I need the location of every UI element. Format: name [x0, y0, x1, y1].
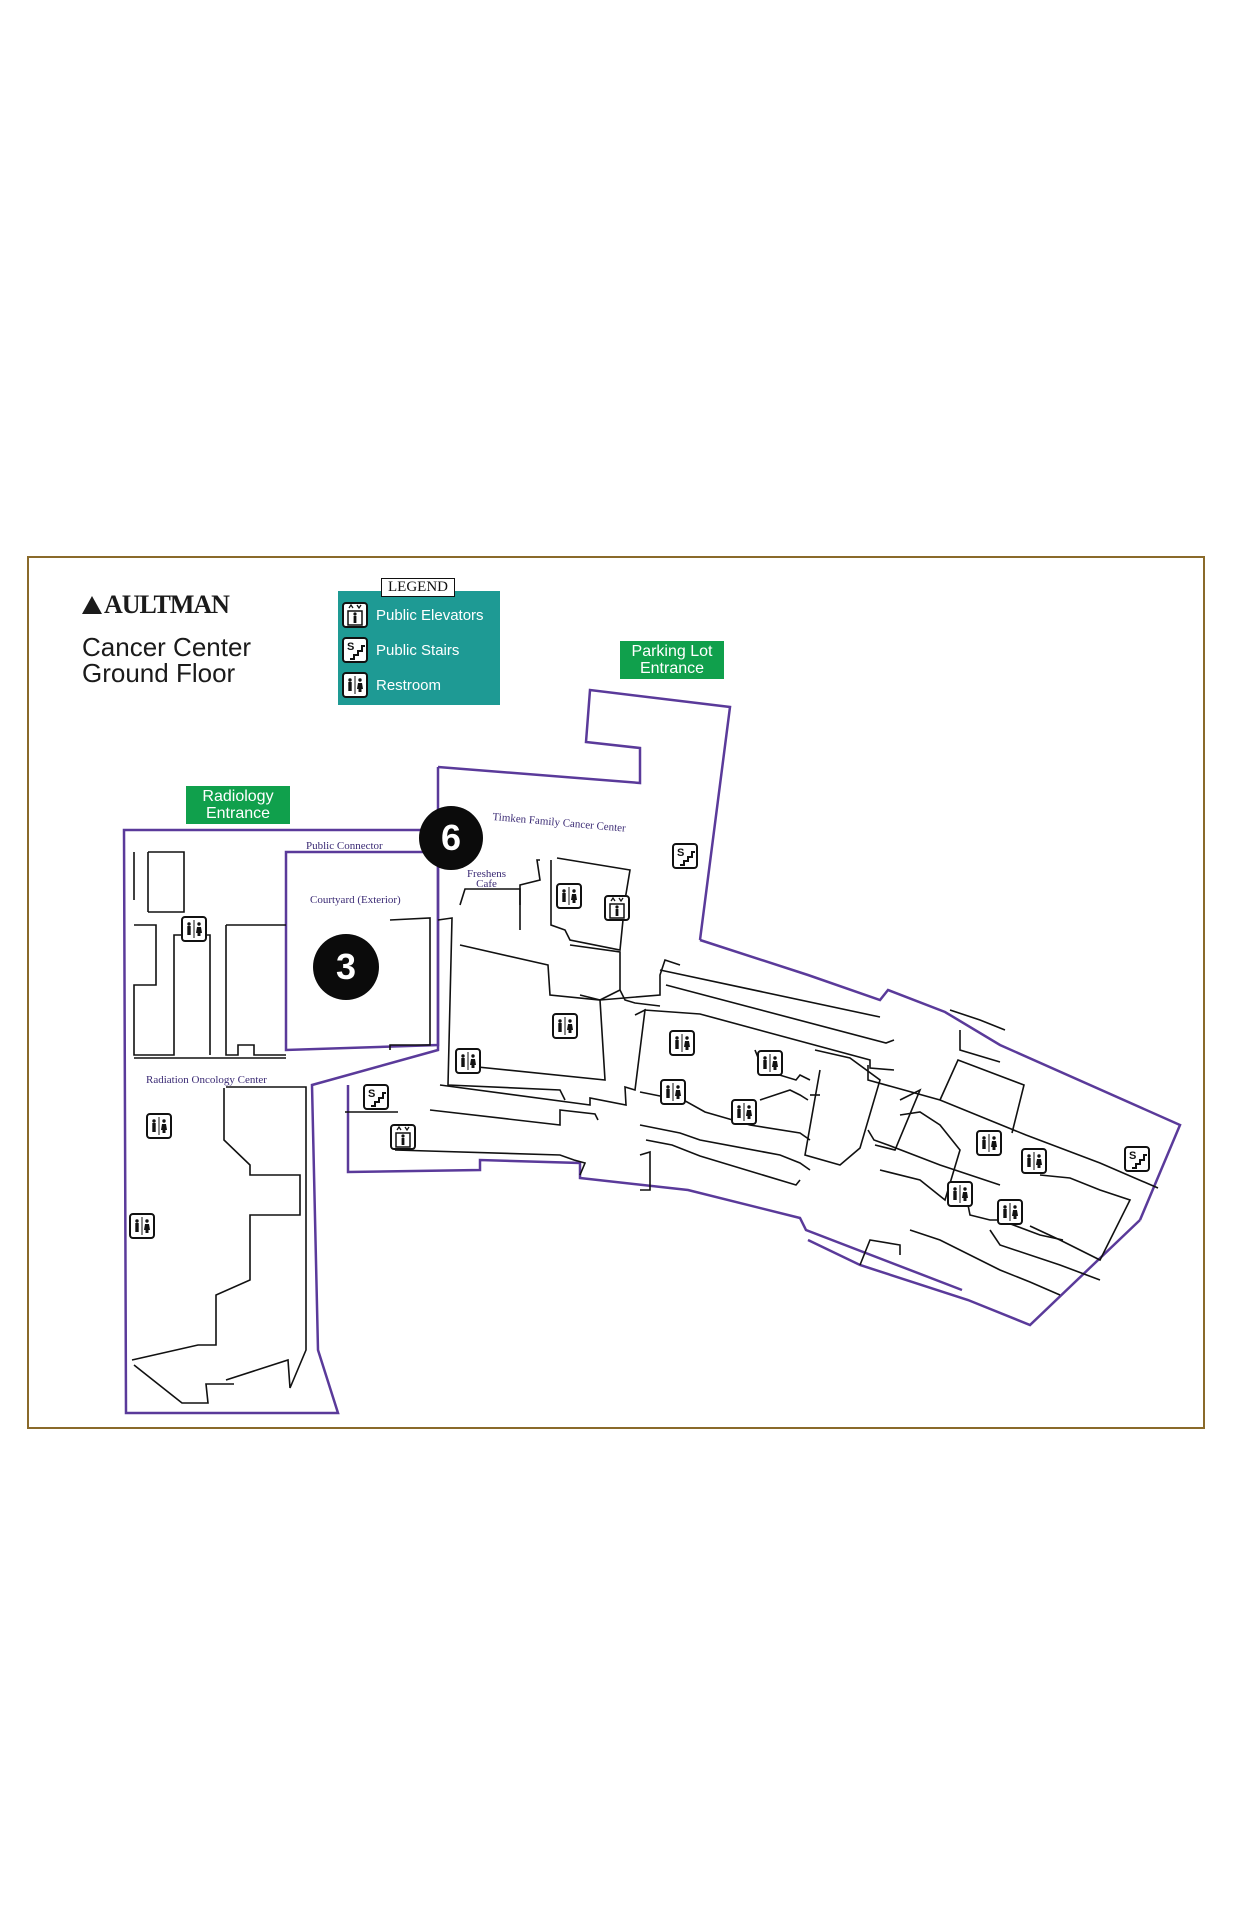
- map-frame: [27, 556, 1205, 1429]
- legend-label-elevators: Public Elevators: [376, 606, 484, 624]
- restroom-icon[interactable]: [731, 1099, 757, 1125]
- restroom-icon[interactable]: [181, 916, 207, 942]
- elevator-icon: [342, 602, 368, 628]
- elevator-icon[interactable]: [390, 1124, 416, 1150]
- restroom-icon[interactable]: [129, 1213, 155, 1239]
- legend-item-restroom: Restroom: [338, 670, 441, 700]
- label-courtyard: Courtyard (Exterior): [310, 894, 401, 906]
- restroom-icon[interactable]: [669, 1030, 695, 1056]
- parking-lot-entrance-label: Parking Lot Entrance: [620, 641, 724, 679]
- restroom-icon[interactable]: [455, 1048, 481, 1074]
- legend-item-elevators: Public Elevators: [338, 600, 484, 630]
- map-title: Cancer Center Ground Floor: [82, 634, 251, 686]
- title-line-2: Ground Floor: [82, 658, 236, 688]
- restroom-icon[interactable]: [947, 1181, 973, 1207]
- parking-line-2: Entrance: [639, 660, 705, 677]
- building-outline: [122, 688, 1182, 1415]
- stairs-icon[interactable]: [363, 1084, 389, 1110]
- stairs-icon[interactable]: [1124, 1146, 1150, 1172]
- title-line-1: Cancer Center: [82, 632, 252, 662]
- label-public-connector: Public Connector: [306, 840, 383, 852]
- restroom-icon[interactable]: [1021, 1148, 1047, 1174]
- legend-title: LEGEND: [381, 578, 455, 597]
- freshens-line-2: Cafe: [476, 878, 497, 890]
- elevator-icon[interactable]: [604, 895, 630, 921]
- legend-label-restroom: Restroom: [376, 676, 442, 694]
- restroom-icon[interactable]: [757, 1050, 783, 1076]
- legend: Public Elevators S Public Stairs Restroo…: [338, 591, 500, 705]
- label-freshens: Freshens Cafe: [464, 868, 509, 890]
- radiology-line-1: Radiology: [202, 788, 274, 805]
- restroom-icon[interactable]: [146, 1113, 172, 1139]
- brand-name: AULTMAN: [104, 590, 230, 619]
- restroom-icon[interactable]: [976, 1130, 1002, 1156]
- radiology-line-2: Entrance: [205, 805, 271, 822]
- restroom-icon[interactable]: [552, 1013, 578, 1039]
- aultman-logo: AULTMAN: [82, 590, 230, 620]
- restroom-icon[interactable]: [660, 1079, 686, 1105]
- restroom-icon[interactable]: [997, 1199, 1023, 1225]
- legend-item-stairs: S Public Stairs: [338, 635, 459, 665]
- marker-courtyard[interactable]: 3: [313, 934, 379, 1000]
- legend-label-stairs: Public Stairs: [376, 641, 460, 659]
- interior-walls: [131, 851, 1159, 1404]
- marker-connector[interactable]: 6: [419, 806, 483, 870]
- freshens-line-1: Freshens: [466, 868, 507, 880]
- restroom-icon: [342, 672, 368, 698]
- restroom-icon[interactable]: [556, 883, 582, 909]
- aultman-logo-icon: [82, 596, 102, 614]
- stairs-icon[interactable]: [672, 843, 698, 869]
- svg-text:S: S: [347, 641, 354, 653]
- radiology-entrance-label: Radiology Entrance: [186, 786, 290, 824]
- stairs-icon: S: [342, 637, 368, 663]
- parking-line-1: Parking Lot: [631, 643, 713, 660]
- label-radiation-oncology: Radiation Oncology Center: [146, 1074, 267, 1086]
